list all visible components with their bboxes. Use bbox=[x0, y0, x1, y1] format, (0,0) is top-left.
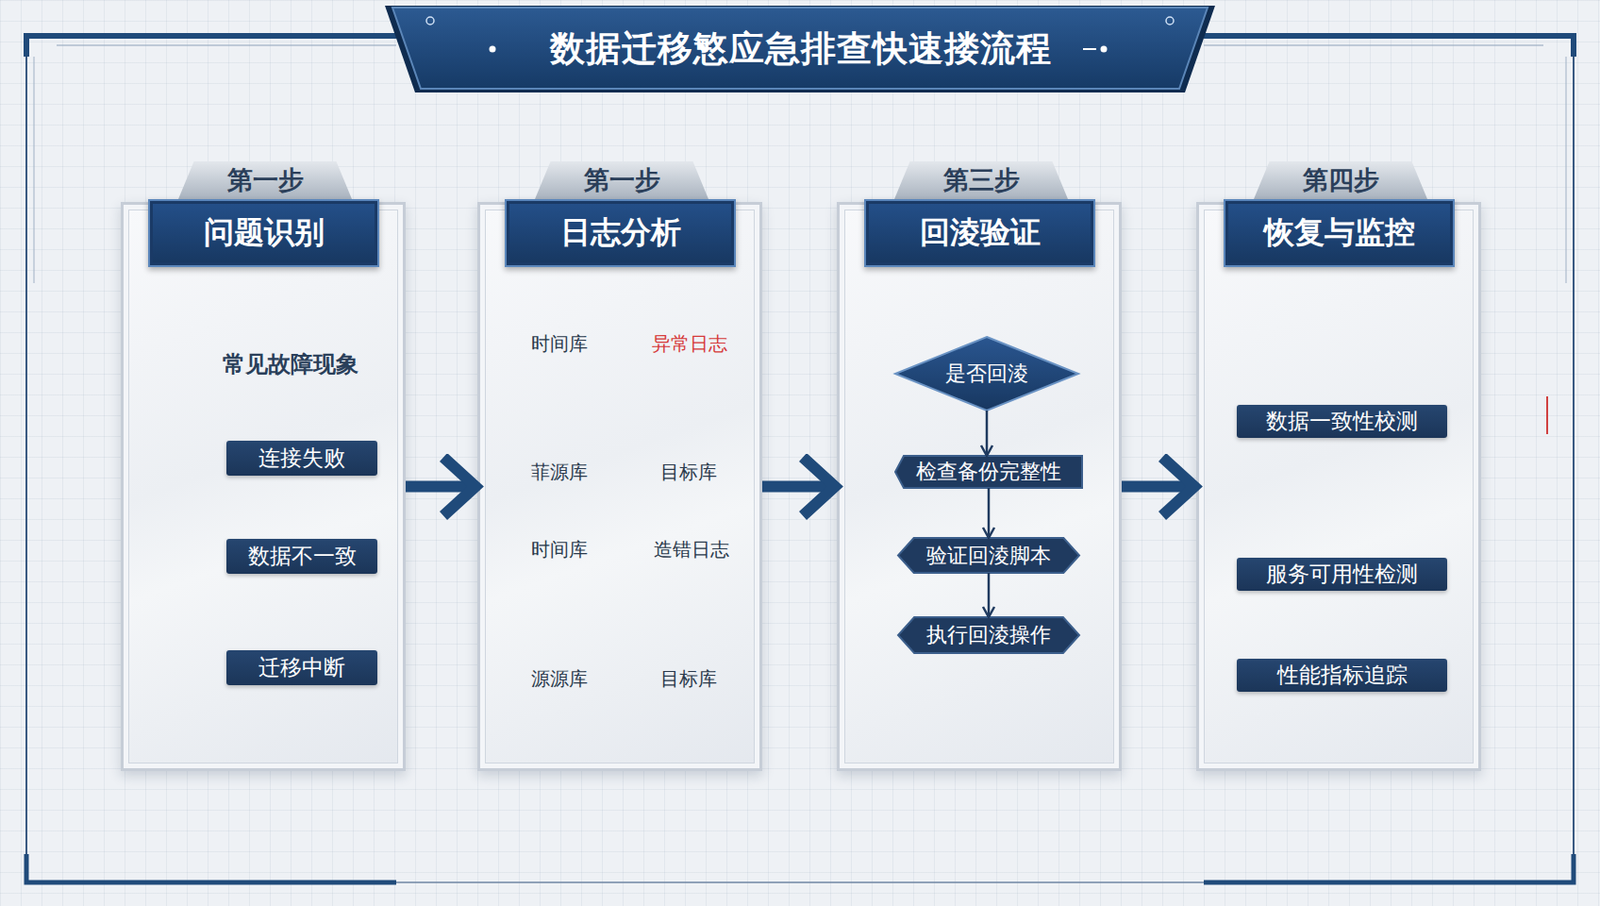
title-banner bbox=[384, 5, 1216, 93]
step-heading: 日志分析 bbox=[504, 199, 736, 267]
frame-lines-part bbox=[25, 56, 28, 854]
frame-lines-part bbox=[1572, 56, 1575, 854]
node-text: 性能指标追踪 bbox=[1277, 660, 1408, 690]
label-box: 连接失败 bbox=[226, 440, 378, 476]
shape-fill bbox=[895, 455, 1083, 488]
flow-arrow bbox=[987, 572, 991, 617]
label-box: 服务可用性检测 bbox=[1236, 557, 1448, 591]
shape-fill bbox=[898, 537, 1080, 573]
step-panel: 第三步回淩验证是否回淩检查备份完整性验证回淩脚本执行回淩操作 bbox=[836, 201, 1122, 771]
section-heading: 常见故障现象 bbox=[222, 349, 359, 380]
frame-lines-part bbox=[33, 56, 35, 284]
node-text: 验证回淩脚本 bbox=[926, 541, 1051, 570]
flow-arrow bbox=[985, 410, 989, 456]
icon-caption: 菲源库 bbox=[531, 459, 588, 485]
step-heading: 恢复与监控 bbox=[1223, 199, 1455, 267]
node-text: 检查备份完整性 bbox=[916, 457, 1062, 486]
label-box: 迁移中断 bbox=[226, 650, 378, 685]
title-text: 数据迁移慜应急排查快速搂流程 bbox=[398, 8, 1204, 90]
step-tab: 第四步 bbox=[1253, 161, 1428, 200]
node-text: 迁移中断 bbox=[258, 652, 346, 683]
step-arrow bbox=[1121, 481, 1197, 493]
step-tab: 第三步 bbox=[894, 161, 1068, 200]
frame-lines-part bbox=[56, 45, 397, 47]
step-arrow bbox=[405, 481, 478, 493]
frame-lines-part bbox=[396, 881, 1204, 884]
node-text: 服务可用性检测 bbox=[1266, 559, 1418, 589]
label-box: 数据一致性校测 bbox=[1236, 404, 1448, 438]
frame-lines-part bbox=[1566, 56, 1567, 284]
shape-fill bbox=[898, 616, 1080, 653]
step-panel: 第一步问题识别连接失败数据不一致迁移中断 bbox=[120, 201, 406, 771]
step-heading: 回淩验证 bbox=[864, 199, 1096, 267]
node-text: 是否回淩 bbox=[945, 359, 1029, 388]
step-tab: 第一步 bbox=[534, 161, 709, 200]
icon-caption: 时间库 bbox=[531, 331, 588, 357]
process-box: 检查备份完整性 bbox=[895, 455, 1083, 488]
node-text: 数据不一致 bbox=[248, 541, 357, 571]
process-hexagon: 验证回淩脚本 bbox=[898, 537, 1080, 573]
title-banner-part bbox=[384, 5, 1216, 93]
title-banner-part bbox=[392, 7, 1208, 89]
frame-lines-part bbox=[26, 853, 397, 883]
frame-lines-part bbox=[1203, 35, 1574, 57]
icon-caption: 目标库 bbox=[660, 459, 717, 485]
node-text: 连接失败 bbox=[258, 443, 346, 473]
decision-diamond: 是否回淩 bbox=[895, 336, 1079, 411]
title-banner-part bbox=[489, 46, 497, 53]
label-box: 数据不一致 bbox=[226, 538, 378, 574]
flow-arrow bbox=[987, 487, 991, 538]
title-banner-part bbox=[1083, 48, 1097, 50]
step-tab: 第一步 bbox=[178, 161, 352, 200]
node-text: 数据一致性校测 bbox=[1266, 406, 1418, 436]
label-box: 性能指标追踪 bbox=[1236, 658, 1448, 692]
process-hexagon: 执行回淩操作 bbox=[898, 616, 1080, 653]
title-banner-part bbox=[426, 16, 434, 25]
shape-fill bbox=[895, 336, 1079, 411]
title-banner-part bbox=[1100, 46, 1108, 53]
icon-caption: 异常日志 bbox=[651, 331, 728, 357]
icon-caption: 源源库 bbox=[531, 666, 588, 692]
step-panel: 第四步恢复与监控数据一致性校测服务可用性检测性能指标追踪 bbox=[1196, 201, 1482, 771]
title-banner-part bbox=[1166, 16, 1174, 25]
frame-lines bbox=[26, 35, 1574, 883]
frame-lines-part bbox=[26, 35, 397, 57]
icon-caption: 目标库 bbox=[660, 666, 717, 692]
frame-lines-part bbox=[1546, 396, 1549, 434]
step-heading: 问题识别 bbox=[148, 199, 380, 267]
step-panel: 第一步日志分析 bbox=[477, 201, 763, 771]
node-text: 执行回淩操作 bbox=[926, 620, 1051, 650]
icon-caption: 时间库 bbox=[531, 536, 588, 563]
frame-lines-part bbox=[1203, 853, 1574, 883]
step-arrow bbox=[762, 481, 837, 493]
frame-lines-part bbox=[1203, 45, 1544, 47]
icon-caption: 造错日志 bbox=[653, 536, 730, 563]
